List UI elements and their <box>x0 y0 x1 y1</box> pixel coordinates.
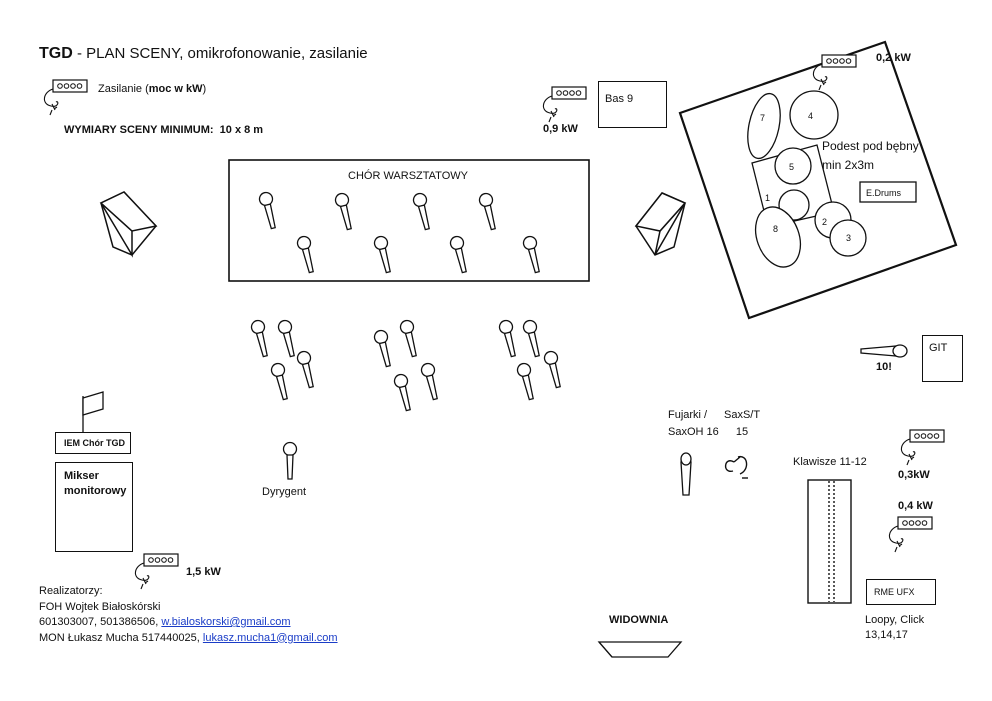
credits-foh-phones: 601303007, 501386506, <box>39 616 159 628</box>
drum-num-2: 2 <box>822 217 828 227</box>
foh-email-link[interactable]: w.bialoskorski@gmail.com <box>161 616 291 628</box>
loops-label: Loopy, Click 13,14,17 <box>865 613 924 643</box>
keys-power-strip-icon-2 <box>888 516 933 553</box>
iem-box <box>55 432 131 454</box>
monitor-mixer-box <box>55 462 133 552</box>
drum-num-1: 1 <box>765 193 771 203</box>
monitor-mixer-line2: monitorowy <box>64 485 127 497</box>
drum-num-7: 7 <box>760 113 766 123</box>
audience-arrow-icon <box>597 641 683 658</box>
drum-num-3: 3 <box>846 233 852 243</box>
iem-transmitter-icon <box>82 391 104 432</box>
credits-mon-row: MON Łukasz Mucha 517440025, lukasz.mucha… <box>39 631 338 647</box>
credits: Realizatorzy: FOH Wojtek Białoskórski 60… <box>39 584 338 646</box>
loops-line2: 13,14,17 <box>865 629 908 641</box>
rme-box <box>866 579 936 605</box>
left-wedge-monitor <box>99 191 158 258</box>
iem-label: IEM Chór TGD <box>64 438 125 448</box>
drum-5 <box>774 147 812 185</box>
winds-line1: Fujarki / <box>668 409 708 421</box>
drum-3 <box>829 219 867 257</box>
drum-riser-label: Podest pod bębny min 2x3m <box>822 139 919 172</box>
choir-riser <box>228 159 590 282</box>
drum-7 <box>747 92 781 160</box>
drum-4 <box>789 90 839 140</box>
bass-label: Bas 9 <box>605 93 634 105</box>
drum-8 <box>754 206 802 268</box>
credits-foh: FOH Wojtek Białoskórski <box>39 600 161 613</box>
sax-line1: SaxS/T <box>724 409 761 421</box>
drum-num-8: 8 <box>773 224 779 234</box>
winds-microphone <box>680 452 692 496</box>
credits-mon: MON Łukasz Mucha 517440025, <box>39 631 200 644</box>
bass-amp-box <box>598 81 667 128</box>
guitar-label: GIT <box>929 342 948 354</box>
conductor-microphone <box>282 441 298 480</box>
legend-suffix: ) <box>202 83 207 95</box>
loops-line1: Loopy, Click <box>865 614 925 626</box>
keys-label: Klawisze 11-12 <box>793 456 867 468</box>
keyboard-instrument <box>807 479 852 604</box>
drum-riser <box>678 40 958 320</box>
audience-label: WIDOWNIA <box>609 614 669 626</box>
credits-heading: Realizatorzy: <box>39 585 103 597</box>
page-title: TGD - PLAN SCENY, omikrofonowanie, zasil… <box>39 45 368 63</box>
guitar-microphone <box>860 344 908 358</box>
legend-power-strip-icon <box>43 79 88 116</box>
rme-label: RME UFX <box>874 587 915 597</box>
drums-power: 0,2 kW <box>876 52 911 64</box>
edrums-box <box>859 181 917 203</box>
guitar-amp-box <box>922 335 963 382</box>
drum-num-5: 5 <box>789 162 795 172</box>
legend-bold: moc w kW <box>148 83 203 95</box>
bass-power: 0,9 kW <box>543 123 578 135</box>
keys-power-2: 0,4 kW <box>898 500 933 512</box>
winds-label: Fujarki / SaxOH 16 <box>668 407 719 441</box>
title-bold: TGD <box>39 45 73 62</box>
stage-size-label: WYMIARY SCENY MINIMUM: <box>64 124 214 136</box>
bass-power-strip-icon <box>542 86 587 123</box>
keys-power-strip-icon-1 <box>900 429 945 466</box>
mon-email-link[interactable]: lukasz.mucha1@gmail.com <box>202 631 338 644</box>
sax-clip-microphone <box>724 456 748 479</box>
sax-label: SaxS/T 15 <box>724 407 760 441</box>
stage-size: WYMIARY SCENY MINIMUM: 10 x 8 m <box>64 124 263 136</box>
monitor-mixer-line1: Mikser <box>64 470 99 482</box>
monitor-mixer-label: Mikser monitorowy <box>64 469 126 499</box>
credits-foh-row: 601303007, 501386506, w.bialoskorski@gma… <box>39 615 338 631</box>
front-microphones <box>249 318 566 413</box>
winds-line2: SaxOH 16 <box>668 426 719 438</box>
conductor-label: Dyrygent <box>262 486 307 498</box>
right-wedge-monitor <box>634 192 687 256</box>
monitor-mixer-power: 1,5 kW <box>186 566 221 578</box>
sax-line2: 15 <box>735 426 749 438</box>
choir-label: CHÓR WARSZTATOWY <box>348 170 468 182</box>
edrums-label: E.Drums <box>866 188 902 198</box>
title-rest: - PLAN SCENY, omikrofonowanie, zasilanie <box>72 45 368 62</box>
stage-size-value: 10 x 8 m <box>219 124 264 136</box>
drum-num-4: 4 <box>808 111 814 121</box>
keys-power-1: 0,3kW <box>898 469 930 481</box>
power-legend: Zasilanie (moc w kW) <box>98 83 206 95</box>
guitar-mic-label: 10! <box>876 361 892 373</box>
legend-prefix: Zasilanie ( <box>98 83 149 95</box>
